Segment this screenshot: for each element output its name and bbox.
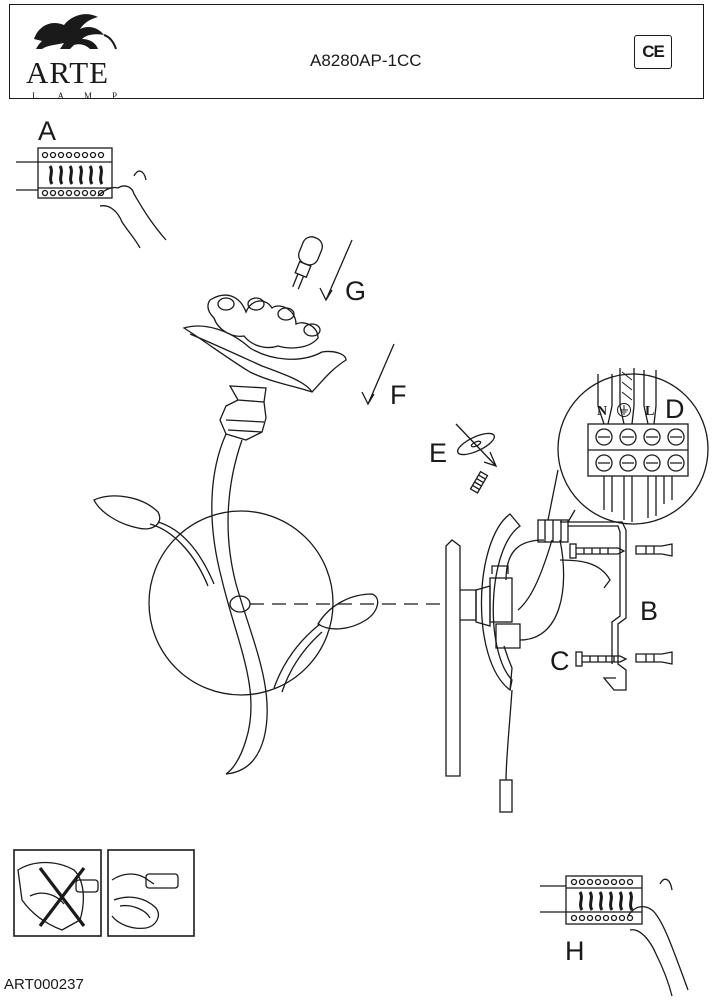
griffin-logo-icon	[34, 14, 117, 50]
brand-subtitle: LAMP	[32, 91, 138, 101]
terminal-block-zoom	[587, 423, 689, 477]
mounting-bracket	[560, 521, 627, 691]
flower-shade	[182, 294, 347, 393]
canopy-profile	[480, 513, 521, 692]
screw-lower-icon	[575, 651, 628, 667]
terminal-zoom-circle	[557, 373, 709, 525]
brand-name: ARTE	[26, 55, 110, 90]
terminal-block-illustration-a	[16, 147, 167, 249]
label-e: E	[429, 438, 448, 468]
label-c: C	[550, 646, 570, 676]
header-box: ARTE LAMP A8280AP-1CC CE	[9, 4, 704, 101]
label-f: F	[390, 380, 407, 410]
e-ring-icon	[455, 423, 498, 468]
socket-holder	[219, 385, 267, 441]
f-arrow	[361, 343, 395, 406]
wall-plug-lower-icon	[635, 651, 673, 665]
label-d: D	[665, 394, 685, 424]
terminal-label-n: N	[597, 404, 608, 419]
e-screw-icon	[469, 470, 489, 494]
wall-plug-upper-icon	[635, 543, 673, 557]
terminal-label-l: L	[645, 404, 655, 419]
arm-stem	[211, 433, 252, 775]
ce-mark: CE	[634, 35, 672, 69]
instruction-box-use-glove	[107, 849, 195, 937]
label-h: H	[565, 936, 585, 966]
screw-upper-icon	[569, 543, 626, 559]
document-code: ART000237	[4, 976, 84, 993]
warning-box-no-touch	[13, 849, 102, 937]
earth-symbol-icon	[617, 403, 631, 417]
wall-stem-side	[445, 539, 461, 777]
label-g: G	[345, 276, 367, 306]
lower-leaf	[317, 593, 379, 630]
terminal-block-illustration-h	[540, 875, 689, 997]
upper-leaf	[93, 495, 161, 530]
g4-bulb-icon	[292, 236, 323, 290]
label-b: B	[640, 596, 659, 626]
g-arrow	[319, 239, 353, 302]
backplate-circle	[148, 510, 334, 696]
label-a: A	[38, 116, 57, 146]
model-number: A8280AP-1CC	[310, 51, 422, 70]
brand-logo: ARTE LAMP	[20, 9, 130, 101]
